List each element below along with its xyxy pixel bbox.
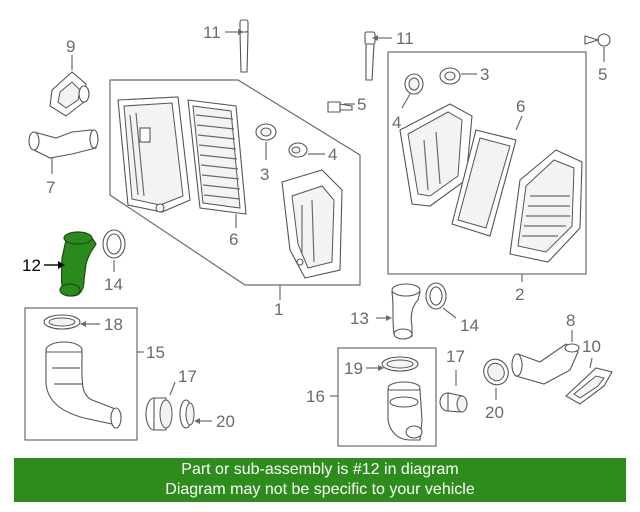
seal-ring-17b [439, 392, 468, 413]
callout-7: 7 [46, 178, 55, 197]
callout-15: 15 [146, 343, 165, 362]
assembly-15-outline [24, 307, 138, 441]
clamp-18 [43, 314, 81, 330]
callout-14a: 14 [104, 275, 123, 294]
callout-2: 2 [515, 285, 524, 304]
vent-hose-11a [239, 19, 249, 73]
callout-11b: 11 [396, 29, 414, 48]
grommet-3a [255, 123, 277, 141]
callout-4a: 4 [328, 145, 337, 164]
air-filter-element-6a [187, 99, 247, 215]
bolt-5b [584, 33, 611, 47]
vent-hose-11b [364, 31, 376, 81]
intake-duct-15 [45, 341, 122, 429]
air-cleaner-housing-2b [509, 149, 583, 263]
callout-16: 16 [306, 387, 325, 406]
callout-6b: 6 [516, 97, 525, 116]
callout-19: 19 [344, 359, 363, 378]
air-filter-element-6b [451, 129, 517, 237]
intake-elbow-13 [391, 283, 421, 340]
callout-4b: 4 [392, 113, 401, 132]
seal-14b [425, 282, 447, 310]
callout-1: 1 [274, 300, 283, 319]
banner-line-1: Part or sub-assembly is #12 in diagram [181, 461, 459, 478]
callout-12: 12 [22, 256, 41, 275]
callout-17a: 17 [178, 367, 197, 386]
callout-9: 9 [66, 37, 75, 56]
callout-10: 10 [582, 337, 601, 356]
info-banner: Part or sub-assembly is #12 in diagram D… [14, 458, 626, 502]
intake-duct-10 [565, 367, 613, 405]
callout-5a: 5 [357, 95, 366, 114]
clamp-20a [179, 399, 195, 429]
grommet-4a [288, 142, 308, 158]
grommet-3b [439, 67, 461, 85]
callout-11a: 11 [203, 23, 221, 42]
air-cleaner-housing-upper [281, 169, 343, 279]
callout-3b: 3 [480, 65, 489, 84]
callout-13: 13 [350, 309, 369, 328]
clamp-19 [381, 356, 419, 372]
callout-20b: 20 [485, 403, 504, 422]
callout-6a: 6 [229, 230, 238, 249]
parts-diagram: 1 6 3 4 [22, 19, 613, 447]
callout-8: 8 [566, 311, 575, 330]
bolt-5a [327, 101, 353, 113]
seal-ring-17a [145, 397, 173, 431]
callout-5b: 5 [598, 65, 607, 84]
callout-18: 18 [104, 315, 123, 334]
banner-line-2: Diagram may not be specific to your vehi… [165, 481, 475, 498]
callout-17b: 17 [446, 347, 465, 366]
intake-hose-7 [28, 129, 99, 159]
intake-duct-9 [49, 71, 90, 117]
intake-elbow-12 [59, 231, 97, 297]
intake-hose-8 [511, 343, 580, 385]
seal-14a [102, 229, 126, 259]
grommet-4b [404, 73, 424, 95]
callout-20a: 20 [216, 412, 235, 431]
assembly-2-outline [387, 51, 587, 275]
callout-14b: 14 [460, 316, 479, 335]
air-cleaner-housing-2a [399, 103, 473, 207]
assembly-16-outline [337, 347, 437, 447]
assembly-1-outline [109, 79, 361, 286]
callout-3a: 3 [260, 165, 269, 184]
air-cleaner-housing-lower [117, 96, 191, 213]
intake-duct-16 [387, 381, 423, 441]
clamp-20b [483, 358, 509, 386]
